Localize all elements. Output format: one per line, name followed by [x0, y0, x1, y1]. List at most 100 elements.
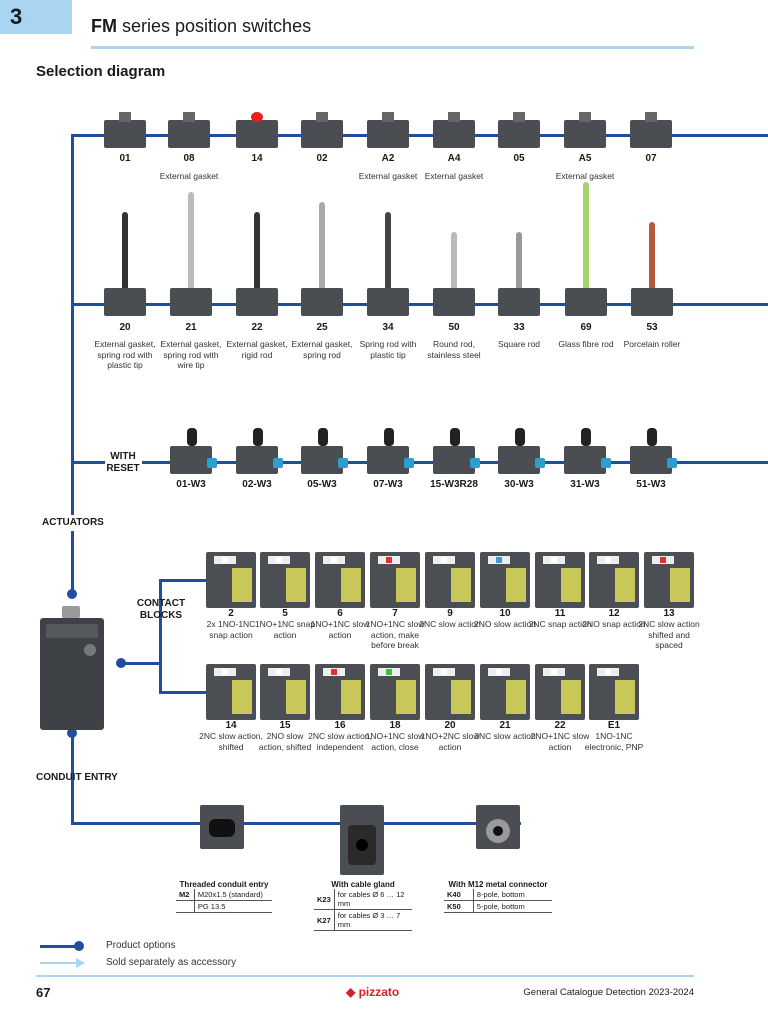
- contact-code: 12: [608, 608, 620, 619]
- contact-code: 7: [392, 608, 398, 619]
- contact-code: 21: [499, 720, 511, 731]
- contact-desc: 1NO+1NC slow action: [310, 619, 370, 640]
- contact-block: [315, 664, 365, 720]
- actuator-head: [564, 112, 606, 148]
- lever-icon: [647, 428, 657, 446]
- brand-name: pizzato: [358, 985, 400, 999]
- page-number: 67: [36, 985, 51, 1000]
- bus-vertical-main: [71, 134, 74, 515]
- contact-block: [260, 552, 310, 608]
- actuator-head: [433, 288, 475, 316]
- cb-bus-row2: [159, 691, 209, 694]
- actuator-rod: [254, 212, 260, 292]
- contact-block: [206, 664, 256, 720]
- actuator-desc: External gasket, spring rod with wire ti…: [160, 339, 222, 370]
- actuator-code: 07: [645, 153, 657, 164]
- switch-body: [40, 606, 104, 730]
- actuator-rod: [451, 232, 457, 292]
- contact-block: [480, 552, 530, 608]
- contact-code: 20: [444, 720, 456, 731]
- actuator-code: 34: [382, 322, 394, 333]
- with-reset-label: WITH RESET: [106, 451, 140, 474]
- actuator-head: [301, 112, 343, 148]
- contact-desc: 2NO slow action, shifted: [258, 731, 312, 752]
- contact-desc: 1NO-1NC electronic, PNP: [584, 731, 644, 752]
- contact-desc: 2NC slow action shifted and spaced: [638, 619, 700, 650]
- conduit-entry-label: CONDUIT ENTRY: [36, 772, 118, 783]
- contact-code: 15: [279, 720, 291, 731]
- catalog-name: General Catalogue Detection 2023-2024: [523, 987, 694, 998]
- actuator-rod: [122, 212, 128, 292]
- cb-bus-row1: [159, 579, 209, 582]
- contact-desc: 1NO+2NC slow action: [420, 731, 480, 752]
- actuator-desc: External gasket: [555, 171, 615, 181]
- page-title: FM series position switches: [91, 16, 311, 37]
- contact-block: [425, 664, 475, 720]
- actuator-head: [104, 112, 146, 148]
- actuator-top: [513, 112, 525, 122]
- lever-icon: [581, 428, 591, 446]
- actuator-head: [301, 446, 343, 474]
- actuator-code: 14: [251, 153, 263, 164]
- actuator-head: [498, 446, 540, 474]
- contact-block: [260, 664, 310, 720]
- contact-block: [370, 664, 420, 720]
- lever-icon: [187, 428, 197, 446]
- actuator-top: [448, 112, 460, 122]
- actuator-code: A5: [578, 153, 592, 164]
- actuator-top: [251, 112, 263, 122]
- reset-button-icon: [535, 458, 545, 468]
- actuator-code: 50: [448, 322, 460, 333]
- actuator-head: [236, 446, 278, 474]
- brand-logo: ◆ pizzato: [346, 985, 399, 999]
- actuator-head: [236, 288, 278, 316]
- contact-desc: 2x 1NO-1NC snap action: [206, 619, 256, 640]
- actuator-code: 07-W3: [373, 479, 403, 490]
- actuator-code: 20: [119, 322, 131, 333]
- actuator-code: 05-W3: [307, 479, 337, 490]
- series-name: FM: [91, 16, 117, 36]
- actuator-rod: [319, 202, 325, 292]
- actuator-top: [316, 112, 328, 122]
- bus-vertical-conduit: [71, 733, 74, 823]
- actuator-head: [631, 288, 673, 316]
- legend-accessory-text: Sold separately as accessory: [106, 957, 237, 968]
- actuator-code: A4: [447, 153, 461, 164]
- reset-button-icon: [273, 458, 283, 468]
- reset-button-icon: [404, 458, 414, 468]
- contact-blocks-label: CONTACT BLOCKS: [136, 598, 186, 621]
- contact-desc: 1NO+1NC snap action: [254, 619, 316, 640]
- actuator-code: 01-W3: [176, 479, 206, 490]
- contact-block: [535, 664, 585, 720]
- contact-code: 6: [337, 608, 343, 619]
- bus-vertical-lower: [71, 531, 74, 593]
- cb-bus-vertical: [159, 579, 162, 693]
- contact-code: 13: [663, 608, 675, 619]
- actuator-desc: External gasket: [424, 171, 484, 181]
- actuator-rod: [516, 232, 522, 292]
- actuator-desc: External gasket: [358, 171, 418, 181]
- reset-button-icon: [601, 458, 611, 468]
- header-rule: [91, 46, 694, 49]
- lever-icon: [253, 428, 263, 446]
- actuator-desc: External gasket, spring rod with plastic…: [94, 339, 156, 370]
- actuator-code: 30-W3: [504, 479, 534, 490]
- bus-dot-top: [67, 589, 77, 599]
- actuator-top: [119, 112, 131, 122]
- actuator-rod: [583, 182, 589, 292]
- actuator-desc: Square rod: [497, 339, 541, 349]
- actuator-desc: External gasket, spring rod: [291, 339, 353, 360]
- actuator-head: [565, 288, 607, 316]
- contact-desc: 2NO+1NC slow action: [530, 731, 590, 752]
- actuator-head: [236, 112, 278, 148]
- actuator-code: 53: [646, 322, 658, 333]
- contact-block: [370, 552, 420, 608]
- actuator-head: [367, 446, 409, 474]
- contact-code: 2: [228, 608, 234, 619]
- actuator-head: [564, 446, 606, 474]
